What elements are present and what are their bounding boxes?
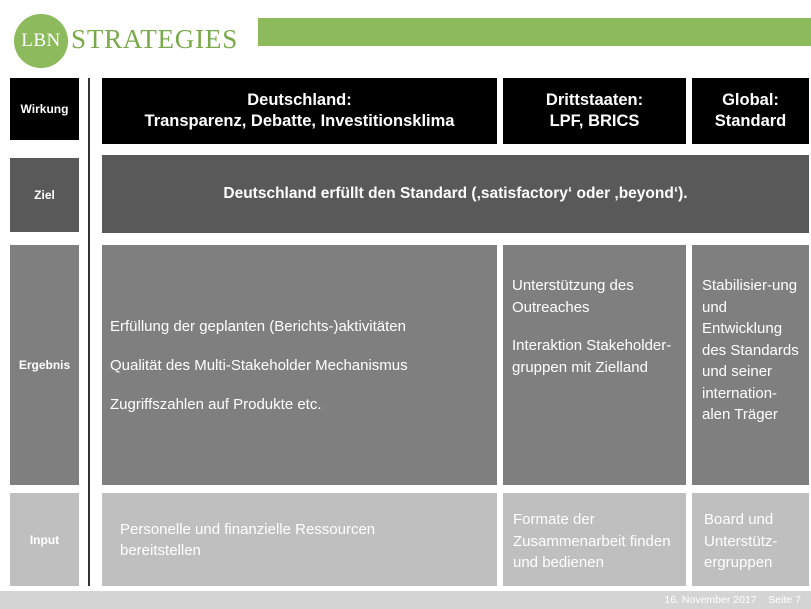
wirkung-global-text: Standard [714,112,787,130]
input-col2: Formate der Zusammenarbeit finden und be… [503,493,686,586]
vertical-divider [88,78,90,586]
ergebnis-col3: Stabilisier-ung und Entwicklung des Stan… [692,245,809,485]
footer-bar: 16. November 2017 Seite 7 [0,591,811,609]
row-label-input: Input [10,493,79,586]
logo-circle: LBN [14,14,68,68]
input-col3: Board und Unterstütz-ergruppen [692,493,809,586]
row-label-wirkung: Wirkung [10,78,79,140]
footer-date: 16. November 2017 [664,594,757,606]
wirkung-deutschland-text: Transparenz, Debatte, Investitionsklima [144,112,455,130]
ergebnis-item: Qualität des Multi-Stakeholder Mechanism… [110,356,408,374]
wirkung-global-title: Global: [722,91,779,109]
ergebnis-col1: Erfüllung der geplanten (Berichts-)aktiv… [102,245,497,485]
ergebnis-item: Zugriffszahlen auf Produkte etc. [110,395,322,413]
wirkung-global: Global: Standard [692,78,809,144]
wirkung-deutschland: Deutschland: Transparenz, Debatte, Inves… [102,78,497,144]
input-col1: Personelle und finanzielle Ressourcen be… [102,493,497,586]
ergebnis-standard-text: Stabilisier-ung und Entwicklung des Stan… [702,277,799,423]
row-label-ziel: Ziel [10,158,79,232]
header-bar [258,18,811,46]
ergebnis-interaktion-text: Interaktion Stakeholder-gruppen mit Ziel… [512,337,672,376]
ziel-box: Deutschland erfüllt den Standard (‚satis… [102,155,809,233]
logo-strategies: STRATEGIES [71,24,239,54]
wirkung-drittstaaten-text: LPF, BRICS [549,112,640,130]
footer-text: 16. November 2017 Seite 7 [664,591,801,609]
footer-page: Seite 7 [768,594,801,606]
logo-lbn: LBN [21,30,61,51]
row-label-ergebnis: Ergebnis [10,245,79,485]
ergebnis-item: Erfüllung der geplanten (Berichts-)aktiv… [110,317,406,335]
ergebnis-outreach-text: Unterstützung des Outreaches [512,277,634,316]
wirkung-drittstaaten-title: Drittstaaten: [545,91,644,109]
input-ressourcen-text: Personelle und finanzielle Ressourcen be… [120,520,376,559]
wirkung-drittstaaten: Drittstaaten: LPF, BRICS [503,78,686,144]
input-formate-text: Formate der Zusammenarbeit finden und be… [513,511,671,571]
input-board-text: Board und Unterstütz-ergruppen [704,511,778,571]
ziel-text: Deutschland erfüllt den Standard (‚satis… [223,185,688,202]
ergebnis-col2: Unterstützung des Outreaches Interaktion… [503,245,686,485]
wirkung-deutschland-title: Deutschland: [247,91,352,109]
